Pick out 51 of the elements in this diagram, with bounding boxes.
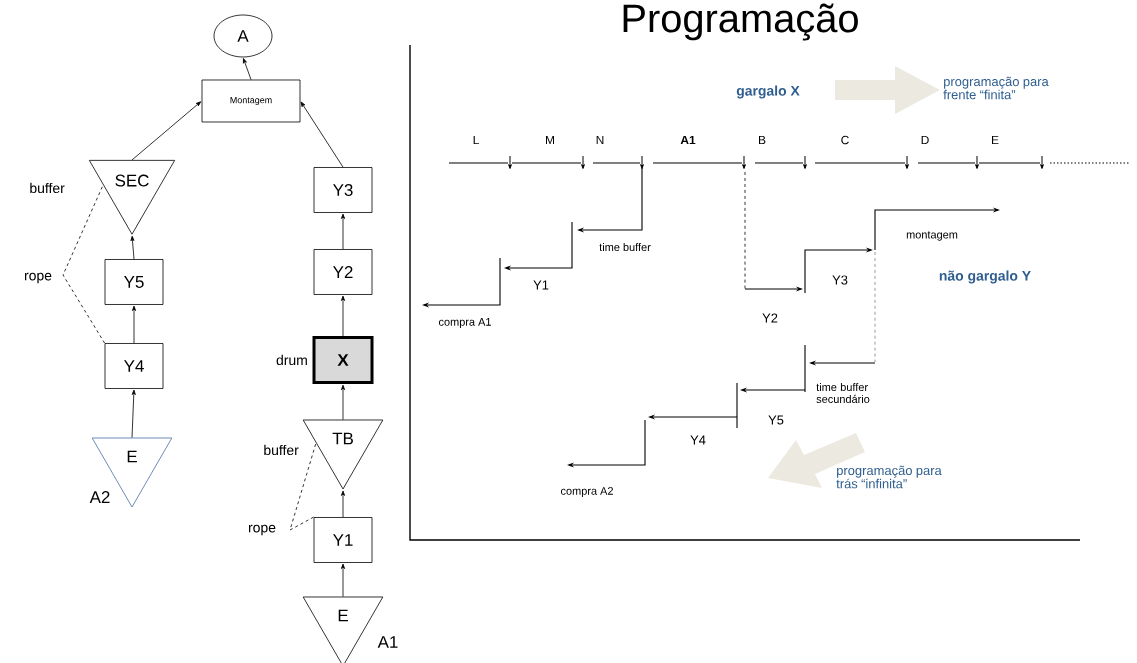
arrow (300, 101, 344, 168)
timeline-label: N (596, 135, 604, 145)
process-box: Y4 (104, 343, 164, 389)
timeline-label: compra A2 (561, 487, 613, 497)
timeline-label: compra A1 (439, 318, 491, 328)
timeline-label: não gargalo Y (939, 270, 1031, 284)
edge-label: rope (247, 523, 277, 537)
side-label: A2 (89, 491, 110, 503)
arrow (132, 305, 136, 344)
edge-label: rope (23, 271, 53, 285)
buffer-triangle: SEC (88, 159, 176, 235)
timeline-label: Y2 (762, 313, 778, 323)
timeline-label: E (992, 135, 999, 145)
drum-box: X (312, 336, 374, 384)
timeline-label: Y5 (768, 415, 784, 425)
timeline-label: programação para trás “infinita” (836, 465, 942, 489)
side-label: buffer (30, 182, 65, 194)
timeline-label: time buffer (599, 243, 651, 251)
buffer-triangle: TB (302, 419, 384, 490)
timeline-label: A1 (680, 135, 696, 145)
timeline-label: gargalo X (736, 85, 800, 99)
arrow (131, 389, 136, 438)
arrow (130, 235, 135, 260)
timeline-label: L (473, 135, 479, 145)
timeline-label: B (759, 135, 766, 145)
title: Programação (623, 3, 858, 41)
process-box: Y3 (313, 167, 373, 213)
arrow (243, 58, 252, 80)
timeline-label: Y1 (533, 280, 549, 290)
process-box: Y2 (313, 249, 373, 295)
rope-line (62, 184, 105, 344)
arrow (341, 384, 345, 420)
assembly-box: Montagem (201, 79, 301, 123)
timeline-label: Y4 (690, 435, 706, 445)
side-label: buffer (264, 444, 299, 456)
timeline-label: montagem (906, 231, 958, 241)
timeline-label: time buffer secundário (816, 383, 870, 403)
process-box: Y1 (313, 517, 373, 563)
timeline-label: programação para frente “finita” (943, 76, 1049, 100)
arrow (131, 101, 202, 161)
timeline-label: C (841, 135, 849, 145)
timeline-label: Y3 (832, 275, 848, 285)
timeline-label: M (546, 135, 554, 145)
arrow (341, 490, 345, 518)
timeline-label: D (921, 135, 929, 145)
arrow (341, 213, 345, 250)
process-box: Y5 (104, 259, 164, 305)
rope-line (289, 442, 317, 531)
side-label: drum (276, 354, 307, 366)
arrow (341, 295, 345, 337)
arrow (341, 563, 345, 597)
